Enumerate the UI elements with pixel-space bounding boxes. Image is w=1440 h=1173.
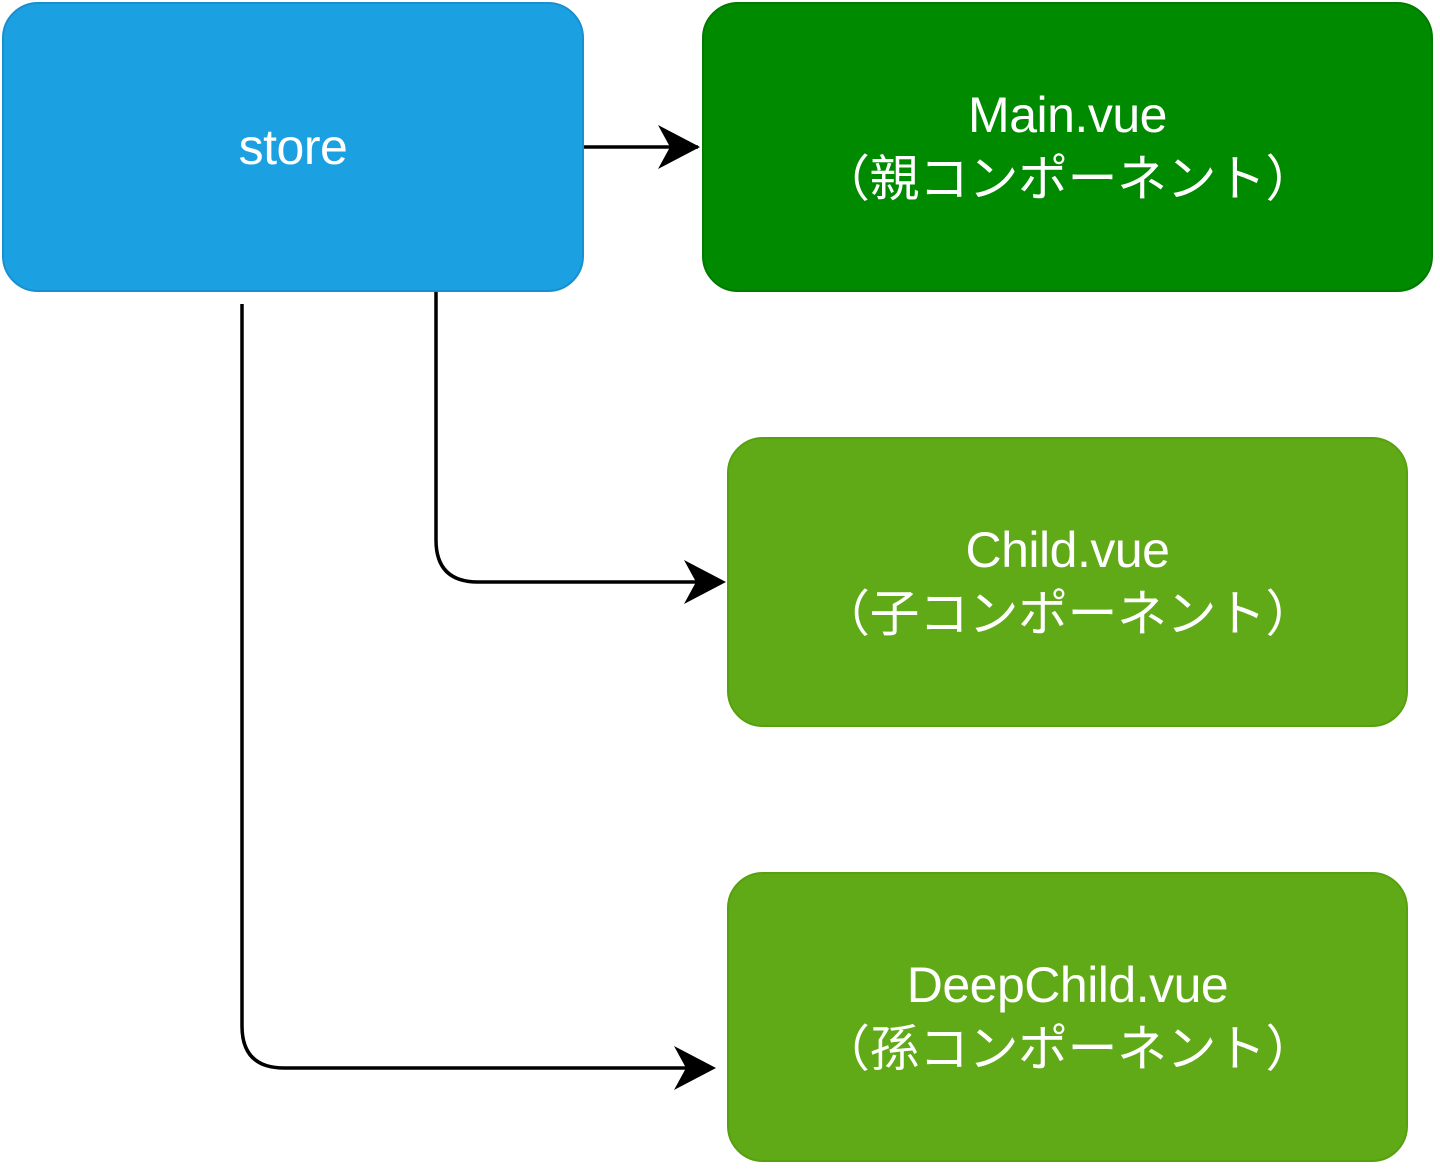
deepchild-vue-subtitle: （孫コンポーネント） (820, 1021, 1316, 1077)
deepchild-vue-node[interactable]: DeepChild.vue （孫コンポーネント） (727, 872, 1408, 1162)
store-node[interactable]: store (2, 2, 584, 292)
edge-store-to-child (434, 292, 722, 584)
arrowhead-deepchild (674, 1046, 716, 1090)
deepchild-vue-title: DeepChild.vue (906, 957, 1229, 1013)
main-vue-title: Main.vue (968, 87, 1167, 143)
arrowhead-child (684, 560, 726, 604)
store-label: store (238, 119, 348, 175)
arrowhead-main (658, 125, 700, 169)
main-vue-subtitle: （親コンポーネント） (820, 151, 1316, 207)
main-vue-node[interactable]: Main.vue （親コンポーネント） (702, 2, 1433, 292)
edge-store-to-deepchild (240, 304, 712, 1070)
child-vue-subtitle: （子コンポーネント） (820, 586, 1316, 642)
child-vue-title: Child.vue (965, 522, 1170, 578)
child-vue-node[interactable]: Child.vue （子コンポーネント） (727, 437, 1408, 727)
